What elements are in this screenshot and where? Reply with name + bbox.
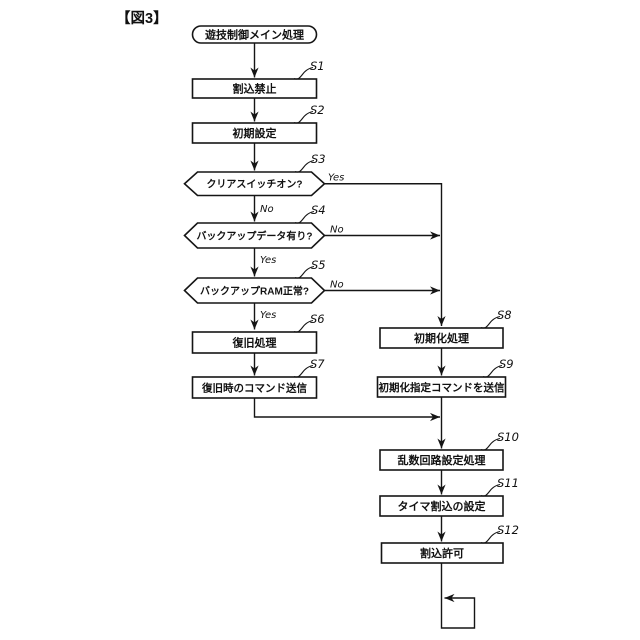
decision-s4-label: バックアップデータ有り? (196, 230, 312, 243)
process-s1: 割込禁止 S1 (191, 59, 325, 99)
process-s7-shape (191, 376, 318, 399)
step-id-s4: S4 (311, 203, 326, 217)
decision-s4-shape (183, 222, 326, 249)
decision-s5: バックアップRAM正常? S5 No Yes (183, 258, 344, 321)
terminal-start-label: 遊技制御メイン処理 (205, 28, 304, 42)
process-s8: 初期化処理 S8 (379, 308, 512, 349)
process-s1-label: 割込禁止 (233, 82, 277, 96)
terminal-start-shape (191, 25, 318, 44)
process-s9-shape (376, 376, 507, 398)
process-s10: 乱数回路設定処理 S10 (379, 430, 519, 471)
step-leader-s9 (482, 364, 503, 378)
process-s9: 初期化指定コマンドを送信 S9 (376, 357, 514, 398)
step-leader-s10 (480, 437, 501, 451)
process-s12: 割込許可 S12 (380, 523, 519, 564)
step-id-s6: S6 (310, 312, 325, 326)
process-s6-label: 復旧処理 (232, 336, 277, 350)
step-id-s8: S8 (497, 308, 512, 322)
step-leader-s12 (480, 530, 501, 544)
decision-s3-shape (183, 171, 326, 197)
process-s12-shape (380, 542, 504, 564)
decision-s4: バックアップデータ有り? S4 No Yes (183, 203, 344, 266)
step-id-s2: S2 (310, 103, 325, 117)
terminal-start: 遊技制御メイン処理 (191, 25, 318, 44)
step-id-s12: S12 (497, 523, 519, 537)
process-s7-label: 復旧時のコマンド送信 (201, 382, 307, 395)
branch-label-s3-no: No (260, 204, 274, 215)
process-s11: タイマ割込の設定 S11 (379, 476, 519, 517)
process-s10-label: 乱数回路設定処理 (398, 453, 486, 467)
process-s10-shape (379, 449, 504, 471)
branch-label-s4-no: No (330, 225, 344, 236)
process-s8-label: 初期化処理 (414, 331, 469, 345)
decision-s3-label: クリアスイッチオン? (206, 179, 302, 191)
step-id-s9: S9 (499, 357, 514, 371)
process-s11-label: タイマ割込の設定 (398, 499, 486, 513)
step-id-s11: S11 (497, 476, 519, 490)
figure-title: 【図3】 (116, 10, 168, 27)
step-id-s5: S5 (311, 258, 326, 272)
decision-s3: クリアスイッチオン? S3 Yes No (183, 152, 344, 215)
branch-label-s3-yes: Yes (328, 173, 344, 184)
process-s12-label: 割込許可 (420, 546, 464, 560)
step-leader-s5 (294, 265, 315, 279)
connector-main-loop (440, 563, 476, 629)
step-leader-s1 (293, 66, 314, 80)
step-id-s3: S3 (311, 152, 326, 166)
step-leader-s2 (293, 110, 314, 124)
branch-label-s5-yes: Yes (260, 310, 276, 321)
process-s2-label: 初期設定 (233, 126, 277, 140)
process-s11-shape (379, 495, 504, 517)
connectors (250, 43, 476, 629)
process-s7: 復旧時のコマンド送信 S7 (191, 357, 325, 399)
process-s9-label: 初期化指定コマンドを送信 (379, 381, 505, 394)
step-id-s10: S10 (497, 430, 519, 444)
decision-s5-shape (183, 277, 326, 304)
step-leader-s4 (294, 210, 315, 224)
branch-label-s5-no: No (330, 280, 344, 291)
step-leader-s11 (480, 483, 501, 497)
step-leader-s8 (480, 315, 501, 329)
step-leader-s6 (293, 319, 314, 333)
step-id-s1: S1 (310, 59, 325, 73)
step-id-s7: S7 (310, 357, 325, 371)
process-s6-shape (191, 331, 318, 354)
process-s6: 復旧処理 S6 (191, 312, 325, 354)
decision-s5-label: バックアップRAM正常? (200, 285, 309, 298)
process-s1-shape (191, 78, 318, 99)
step-leader-s3 (294, 159, 315, 173)
connector-s7-join (253, 398, 440, 422)
process-s2: 初期設定 S2 (191, 103, 325, 144)
process-s8-shape (379, 327, 504, 349)
process-s2-shape (191, 122, 318, 144)
connector-s3-yes-s8 (324, 183, 446, 326)
branch-label-s4-yes: Yes (260, 255, 276, 266)
step-leader-s7 (293, 364, 314, 378)
